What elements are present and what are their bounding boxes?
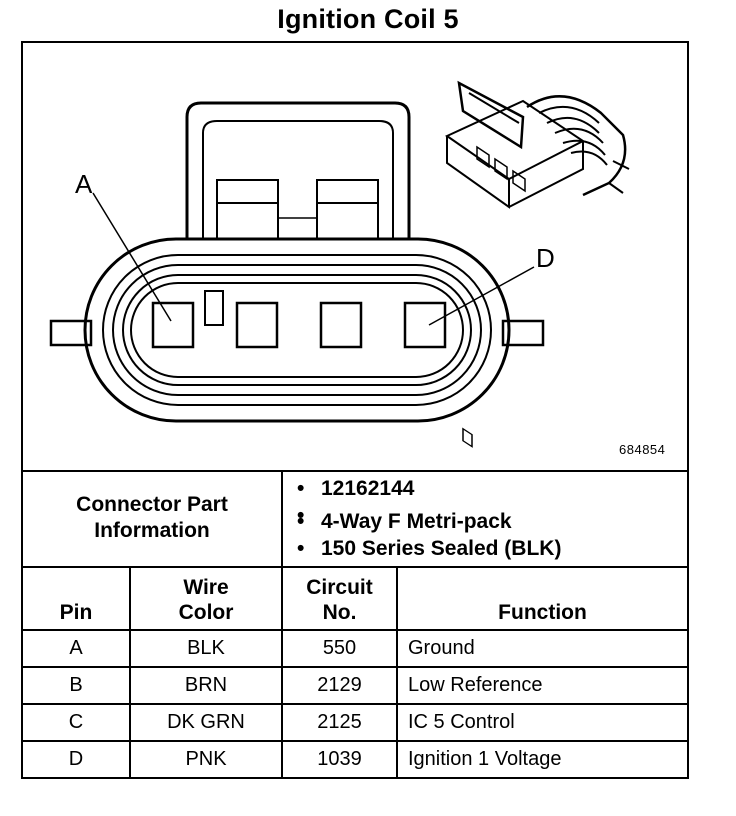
connector-info-details: 12162144 4-Way F Metri-pack 150 Series S…: [280, 470, 688, 568]
latch-outline: [185, 101, 411, 240]
connector-sheet: A D 684854 Connector Part Information 12…: [21, 41, 689, 779]
key-tab: [204, 290, 224, 326]
connector-description-2: 150 Series Sealed (BLK): [297, 535, 687, 562]
latch-inner: [202, 120, 394, 240]
row-c-wire-color: DK GRN: [129, 703, 283, 742]
header-function: Function: [395, 566, 688, 631]
row-a-function: Ground: [395, 629, 688, 668]
housing-ring-3: [122, 274, 472, 386]
page-title: Ignition Coil 5: [277, 4, 459, 34]
connector-thumbnail: [444, 80, 630, 448]
housing-ring-2: [112, 264, 482, 396]
leader-d: [428, 266, 535, 326]
housing-outer: [83, 237, 511, 423]
latch-right-tab: [316, 179, 379, 240]
row-c-pin: C: [23, 703, 131, 742]
right-ear: [501, 319, 545, 347]
row-c-circuit: 2125: [281, 703, 398, 742]
row-b-wire-color: BRN: [129, 666, 283, 705]
connector-info-label-line1: Connector Part: [76, 493, 228, 516]
part-number: 12162144: [297, 475, 687, 502]
connector-diagram: A D 684854: [23, 43, 687, 472]
table-row: B BRN 2129 Low Reference: [23, 666, 688, 705]
pin-cavity-c: [319, 301, 363, 349]
connector-info-row: Connector Part Information 12162144 4-Wa…: [23, 470, 688, 568]
header-pin: Pin: [23, 566, 131, 631]
row-a-pin: A: [23, 629, 131, 668]
row-d-pin: D: [23, 740, 131, 777]
table-row: C DK GRN 2125 IC 5 Control: [23, 703, 688, 742]
row-b-pin: B: [23, 666, 131, 705]
row-b-function: Low Reference: [395, 666, 688, 705]
pin-cavity-d: [403, 301, 447, 349]
row-d-circuit: 1039: [281, 740, 398, 777]
connector-info-label: Connector Part Information: [23, 470, 283, 568]
row-a-wire-color: BLK: [129, 629, 283, 668]
pin-cavity-b: [235, 301, 279, 349]
latch-left-tab: [216, 179, 279, 240]
housing-ring-1: [102, 254, 492, 406]
pin-label-a: A: [75, 169, 93, 199]
row-c-function: IC 5 Control: [395, 703, 688, 742]
pin-label-d: D: [536, 243, 555, 273]
housing-ring-4: [130, 282, 464, 378]
pinout-table: Connector Part Information 12162144 4-Wa…: [23, 470, 688, 777]
leader-a: [92, 192, 172, 322]
connector-drawing: [49, 80, 630, 448]
table-row: D PNK 1039 Ignition 1 Voltage: [23, 740, 688, 777]
figure-id: 684854: [619, 442, 666, 457]
pin-cavity-a: [151, 301, 195, 349]
connector-description-1: 4-Way F Metri-pack: [297, 508, 687, 535]
table-row: A BLK 550 Ground: [23, 629, 688, 668]
row-d-wire-color: PNK: [129, 740, 283, 777]
connector-info-label-line2: Information: [94, 519, 210, 542]
row-d-function: Ignition 1 Voltage: [395, 740, 688, 777]
row-b-circuit: 2129: [281, 666, 398, 705]
row-a-circuit: 550: [281, 629, 398, 668]
left-ear: [49, 319, 93, 347]
